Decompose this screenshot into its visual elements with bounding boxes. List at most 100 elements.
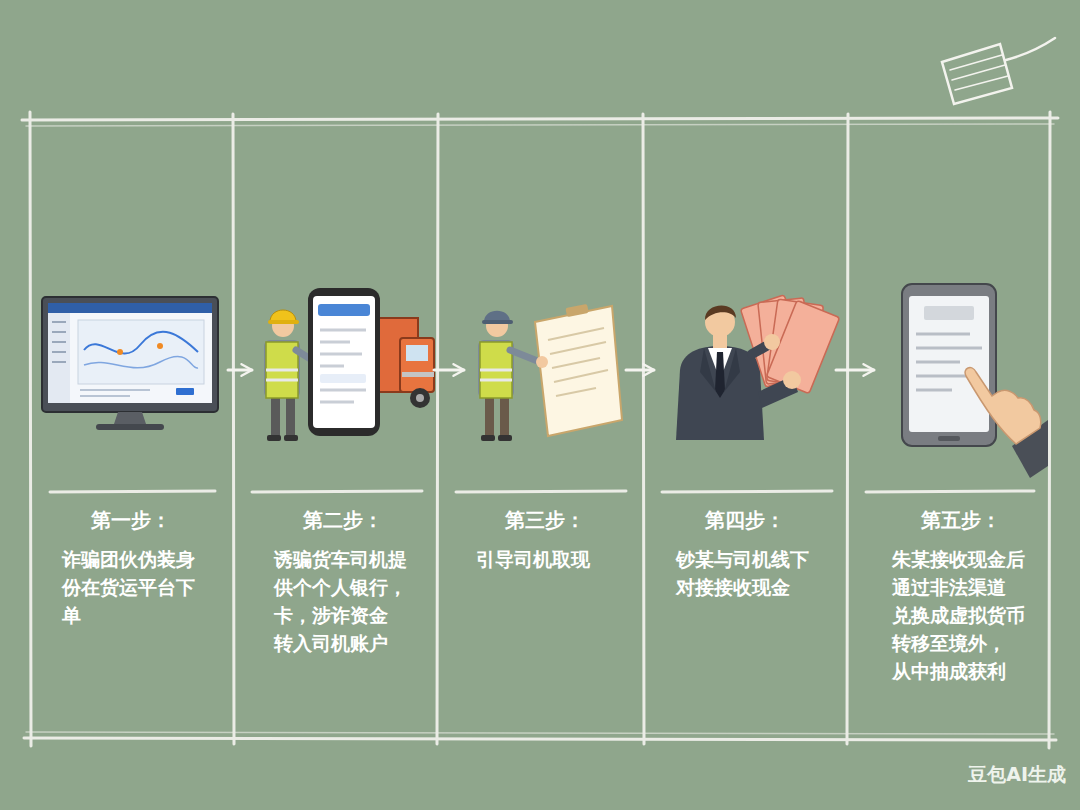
step-heading: 第二步： bbox=[254, 507, 432, 533]
tablet-hand-illustration-part bbox=[909, 296, 989, 432]
worker-paper-illustration bbox=[478, 304, 622, 441]
chalk-table-part bbox=[26, 124, 1054, 126]
step-description: 朱某接收现金后 通过非法渠道 兑换成虚拟货币 转移至境外， 从中抽成获利 bbox=[892, 545, 1030, 685]
chalk-table-part bbox=[26, 732, 1054, 734]
worker-paper-illustration-part bbox=[480, 370, 512, 380]
monitor-illustration-part bbox=[84, 332, 198, 354]
tablet-hand-illustration bbox=[902, 284, 1048, 478]
businessman-cash-illustration-part bbox=[700, 348, 740, 392]
chalk-table-part bbox=[643, 114, 644, 744]
chalk-table-part bbox=[22, 118, 1058, 120]
monitor-illustration-part bbox=[176, 388, 194, 395]
flow-arrow bbox=[626, 369, 654, 372]
tablet-hand-illustration-part bbox=[902, 284, 996, 446]
worker-paper-illustration-part bbox=[536, 356, 548, 368]
businessman-cash-illustration-part bbox=[783, 371, 801, 389]
step-description: 诱骗货车司机提 供个个人银行， 卡，涉诈资金 转入司机账户 bbox=[274, 545, 412, 657]
flow-arrow bbox=[434, 369, 464, 372]
step-column: 第五步： 朱某接收现金后 通过非法渠道 兑换成虚拟货币 转移至境外， 从中抽成获利 bbox=[876, 130, 1046, 730]
monitor-illustration bbox=[42, 297, 218, 430]
worker-paper-illustration-part bbox=[482, 320, 513, 324]
chalk-doodle bbox=[942, 38, 1055, 104]
truck-driver-illustration-part bbox=[400, 338, 434, 392]
businessman-cash-illustration-part bbox=[705, 305, 736, 320]
worker-paper-illustration-part bbox=[485, 395, 494, 437]
step-column: 第四步： 钞某与司机线下 对接接收现金 bbox=[656, 130, 834, 730]
truck-driver-illustration-part bbox=[266, 370, 298, 380]
truck-driver-illustration-part bbox=[318, 304, 370, 316]
truck-driver-illustration-part bbox=[268, 320, 299, 324]
truck-driver-illustration-part bbox=[402, 372, 434, 377]
truck-driver-illustration bbox=[264, 288, 434, 441]
step-description: 钞某与司机线下 对接接收现金 bbox=[676, 545, 814, 601]
truck-driver-illustration-part bbox=[416, 394, 424, 402]
businessman-cash-illustration-part bbox=[764, 334, 780, 350]
truck-driver-illustration-part bbox=[320, 330, 366, 402]
chalk-table-part bbox=[50, 491, 215, 492]
worker-paper-illustration-part bbox=[548, 328, 608, 396]
chalk-table bbox=[22, 112, 1058, 748]
tablet-hand-illustration-part bbox=[924, 306, 974, 320]
truck-driver-illustration-part bbox=[406, 345, 428, 361]
chalk-table-part bbox=[847, 114, 848, 744]
chalk-table-part bbox=[30, 112, 31, 746]
chalk-doodle-part bbox=[950, 55, 1008, 90]
truck-driver-illustration-part bbox=[284, 435, 298, 441]
businessman-cash-illustration bbox=[676, 295, 840, 440]
monitor-illustration-part bbox=[52, 322, 66, 362]
flow-arrow bbox=[228, 369, 252, 372]
monitor-illustration-part bbox=[84, 356, 198, 368]
chalk-table-part bbox=[662, 491, 832, 492]
step-column: 第一步： 诈骗团伙伪装身 份在货运平台下 单 bbox=[36, 130, 226, 730]
tablet-hand-illustration-part bbox=[938, 436, 960, 441]
chalk-table-part bbox=[1049, 112, 1050, 748]
truck-driver-illustration-part bbox=[267, 435, 281, 441]
monitor-illustration-part bbox=[48, 313, 70, 403]
worker-paper-illustration-part bbox=[481, 435, 495, 441]
truck-driver-illustration-part bbox=[286, 395, 295, 437]
truck-driver-illustration-part bbox=[308, 288, 380, 436]
monitor-illustration-part bbox=[80, 390, 150, 396]
worker-paper-illustration-part bbox=[565, 304, 588, 317]
monitor-illustration-part bbox=[48, 303, 212, 403]
monitor-illustration-part bbox=[114, 412, 146, 424]
chalk-doodle-part bbox=[1006, 38, 1055, 60]
monitor-illustration-part bbox=[48, 303, 212, 313]
flow-arrow bbox=[836, 369, 874, 372]
worker-paper-illustration-part bbox=[535, 306, 622, 436]
businessman-cash-illustration-part bbox=[676, 346, 764, 440]
step-heading: 第一步： bbox=[36, 507, 226, 533]
tablet-hand-illustration-part bbox=[965, 368, 1041, 444]
step-description: 诈骗团伙伪装身 份在货运平台下 单 bbox=[62, 545, 200, 629]
truck-driver-illustration-part bbox=[320, 374, 366, 383]
chalk-table-part bbox=[866, 491, 1034, 492]
worker-paper-illustration-part bbox=[510, 350, 540, 362]
step-description: 引导司机取现 bbox=[476, 545, 614, 573]
monitor-illustration-part bbox=[117, 349, 123, 355]
step-column: 第三步： 引导司机取现 bbox=[466, 130, 624, 730]
step-heading: 第四步： bbox=[656, 507, 834, 533]
step-heading: 第五步： bbox=[876, 507, 1046, 533]
chalk-doodle-part bbox=[942, 44, 1012, 104]
truck-driver-illustration-part bbox=[410, 388, 430, 408]
chalk-table-part bbox=[252, 491, 422, 492]
monitor-illustration-part bbox=[42, 297, 218, 412]
chalk-table-part bbox=[456, 491, 626, 492]
step-heading: 第三步： bbox=[466, 507, 624, 533]
chalk-table-part bbox=[24, 738, 1056, 740]
watermark: 豆包AI生成 bbox=[968, 762, 1066, 786]
monitor-illustration-part bbox=[78, 320, 204, 384]
step-column: 第二步： 诱骗货车司机提 供个个人银行， 卡，涉诈资金 转入司机账户 bbox=[254, 130, 432, 730]
worker-paper-illustration-part bbox=[498, 435, 512, 441]
chalk-table-part bbox=[233, 114, 234, 744]
banknotes bbox=[740, 295, 839, 394]
worker-paper-illustration-part bbox=[500, 395, 509, 437]
truck-driver-illustration-part bbox=[271, 395, 280, 437]
chalk-table-part bbox=[437, 114, 438, 744]
businessman-cash-illustration-part bbox=[715, 352, 725, 398]
monitor-illustration-part bbox=[157, 343, 163, 349]
truck-driver-illustration-part bbox=[313, 296, 375, 428]
